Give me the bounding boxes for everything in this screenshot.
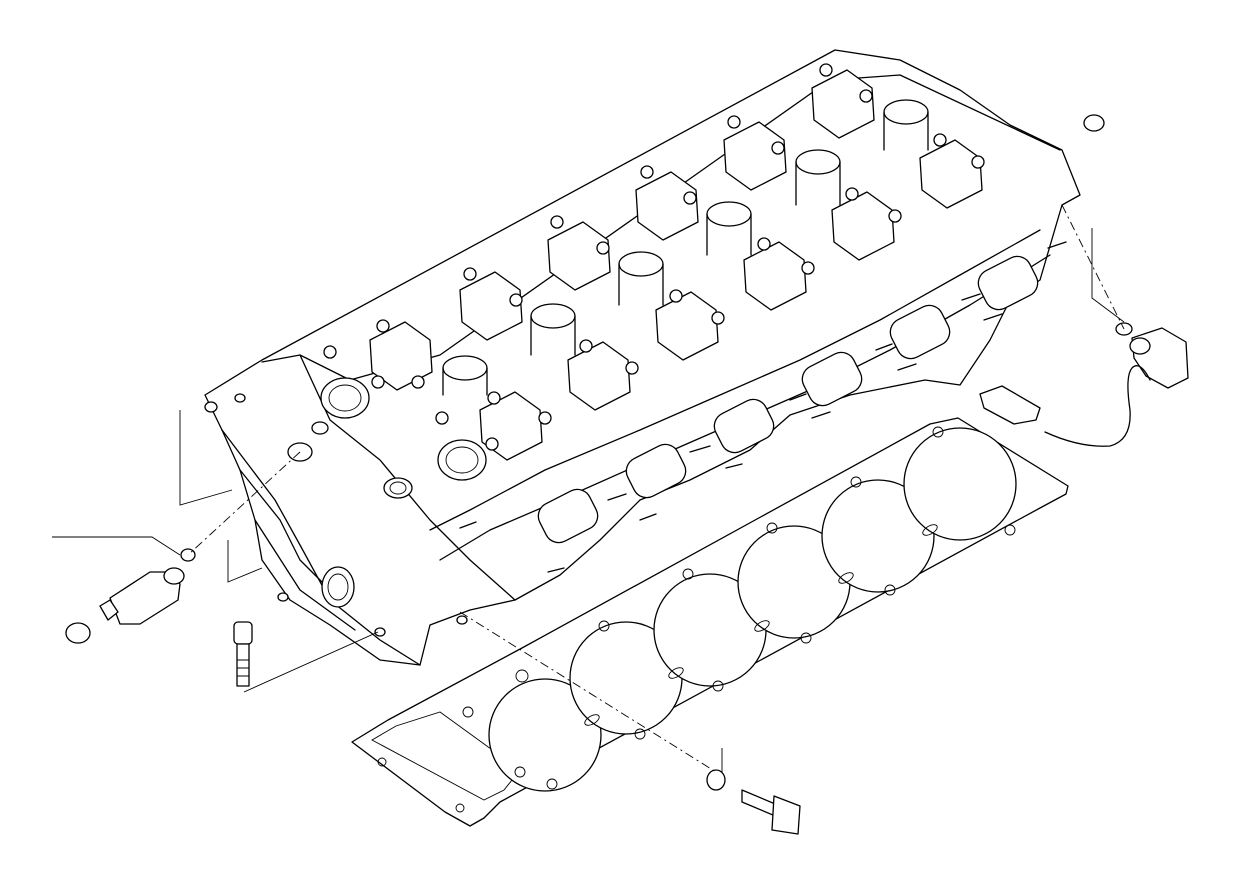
camshaft-bearings bbox=[323, 63, 985, 461]
cylinder-head bbox=[204, 49, 1081, 666]
head-bolt bbox=[233, 621, 253, 687]
gasket-holes bbox=[377, 426, 1016, 813]
manifold-studs bbox=[459, 241, 1067, 573]
cylinder-head-gasket bbox=[351, 417, 1069, 827]
hex-bolt bbox=[706, 769, 801, 835]
cap-nuts bbox=[323, 63, 985, 451]
camshaft-sensor bbox=[979, 322, 1189, 447]
sealing-ring-top bbox=[1083, 114, 1105, 132]
tappet-bores bbox=[442, 99, 929, 396]
bolt-washer bbox=[706, 769, 726, 791]
leader-lines bbox=[52, 204, 1125, 773]
washer-ring bbox=[65, 622, 91, 644]
coolant-temperature-sensor bbox=[979, 385, 1041, 425]
oil-pressure-switch bbox=[65, 548, 196, 644]
exhaust-ports bbox=[459, 241, 1067, 573]
